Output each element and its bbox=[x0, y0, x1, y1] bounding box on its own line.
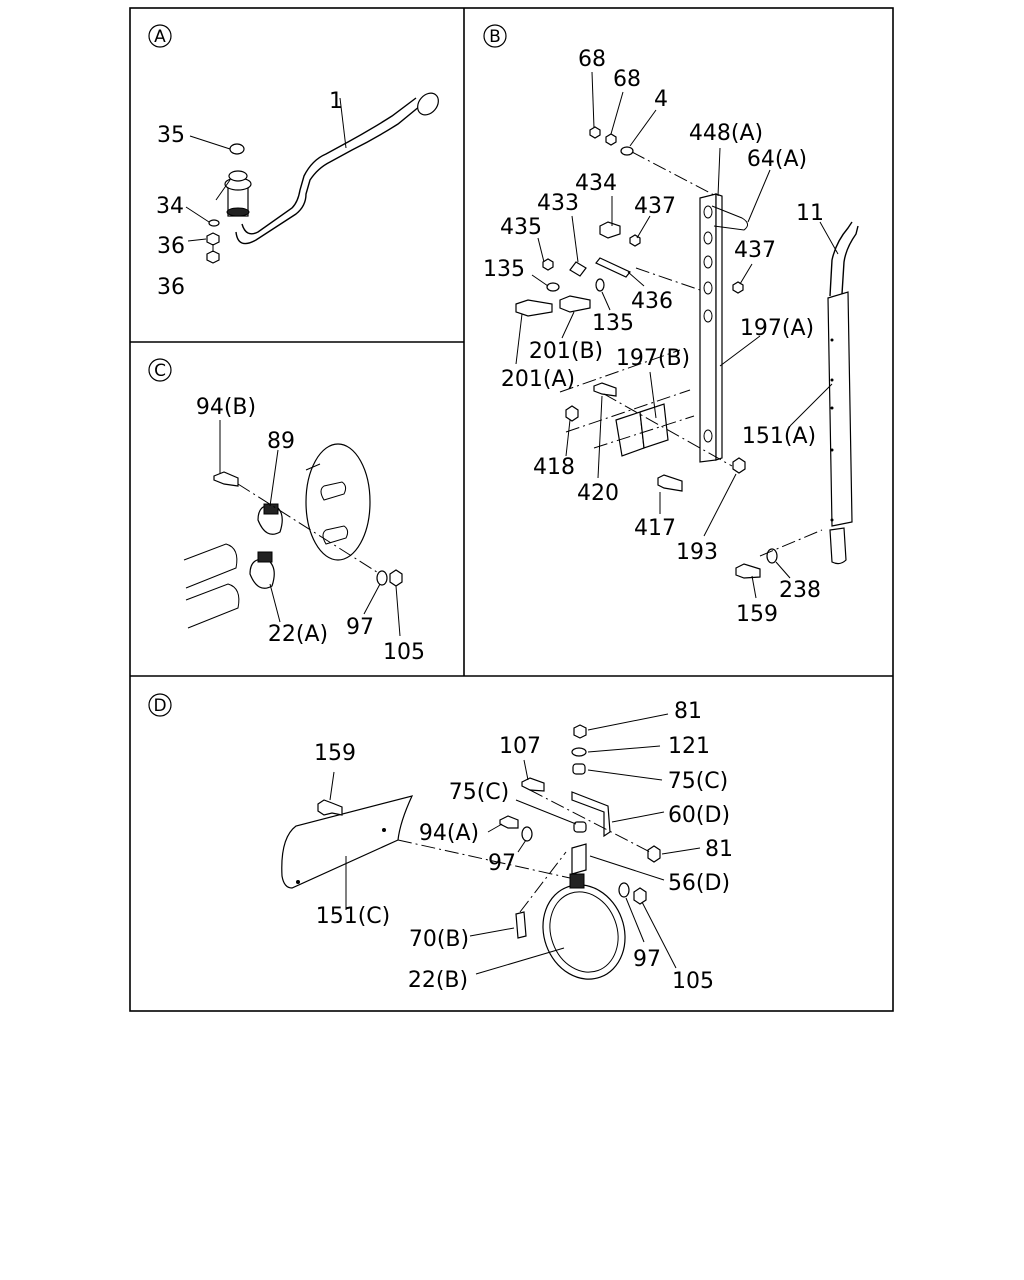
callout-label: 197(B) bbox=[616, 346, 690, 371]
callout-label: 436 bbox=[631, 289, 673, 314]
callout-label: 4 bbox=[654, 87, 668, 112]
callout-label: 135 bbox=[592, 311, 634, 336]
callout-label: 34 bbox=[156, 194, 184, 219]
section-a-drawing bbox=[185, 92, 439, 264]
section-d-labels: 81 107 121 159 75(C) 75(C) 60(D) 94(A) 8… bbox=[314, 699, 733, 994]
callout-label: 60(D) bbox=[668, 803, 730, 828]
callout-label: 201(B) bbox=[529, 339, 603, 364]
section-d-drawing bbox=[281, 713, 701, 980]
callout-label: 68 bbox=[613, 67, 641, 92]
svg-text:B: B bbox=[489, 27, 501, 47]
section-marker-a: A bbox=[148, 24, 172, 48]
callout-label: 193 bbox=[676, 540, 718, 565]
callout-label: 433 bbox=[537, 191, 579, 216]
callout-label: 75(C) bbox=[668, 769, 729, 794]
callout-label: 97 bbox=[488, 851, 516, 876]
callout-label: 56(D) bbox=[668, 871, 730, 896]
callout-label: 68 bbox=[578, 47, 606, 72]
section-a-labels: 1 35 34 36 36 bbox=[156, 89, 343, 300]
svg-text:D: D bbox=[153, 696, 166, 716]
callout-label: 11 bbox=[796, 201, 824, 226]
callout-label: 94(A) bbox=[419, 821, 479, 846]
callout-label: 81 bbox=[705, 837, 733, 862]
callout-label: 197(A) bbox=[740, 316, 814, 341]
svg-text:A: A bbox=[154, 27, 166, 47]
callout-label: 22(B) bbox=[408, 968, 468, 993]
callout-label: 238 bbox=[779, 578, 821, 603]
callout-label: 417 bbox=[634, 516, 676, 541]
callout-label: 437 bbox=[734, 238, 776, 263]
section-c-labels: 94(B) 89 22(A) 97 105 bbox=[196, 395, 425, 665]
callout-label: 420 bbox=[577, 481, 619, 506]
callout-label: 159 bbox=[736, 602, 778, 627]
callout-label: 35 bbox=[157, 123, 185, 148]
callout-label: 105 bbox=[672, 969, 714, 994]
callout-label: 97 bbox=[346, 615, 374, 640]
callout-label: 75(C) bbox=[449, 780, 510, 805]
diagram-frame bbox=[129, 7, 894, 1012]
callout-label: 151(A) bbox=[742, 424, 816, 449]
callout-label: 151(C) bbox=[316, 904, 391, 929]
callout-label: 435 bbox=[500, 215, 542, 240]
callout-label: 36 bbox=[157, 275, 185, 300]
callout-label: 64(A) bbox=[747, 147, 807, 172]
callout-label: 1 bbox=[329, 89, 343, 114]
callout-label: 201(A) bbox=[501, 367, 575, 392]
callout-label: 81 bbox=[674, 699, 702, 724]
section-marker-b: B bbox=[483, 24, 507, 48]
callout-label: 105 bbox=[383, 640, 425, 665]
callout-label: 36 bbox=[157, 234, 185, 259]
callout-label: 107 bbox=[499, 734, 541, 759]
section-b-labels: 68 68 4 448(A) 64(A) 11 434 433 437 435 … bbox=[483, 47, 824, 627]
callout-label: 22(A) bbox=[268, 622, 328, 647]
callout-label: 418 bbox=[533, 455, 575, 480]
callout-label: 159 bbox=[314, 741, 356, 766]
callout-label: 70(B) bbox=[409, 927, 469, 952]
callout-label: 97 bbox=[633, 947, 661, 972]
callout-label: 437 bbox=[634, 194, 676, 219]
callout-label: 434 bbox=[575, 171, 617, 196]
callout-label: 448(A) bbox=[689, 121, 763, 146]
section-b-drawing bbox=[515, 71, 859, 599]
callout-label: 135 bbox=[483, 257, 525, 282]
section-marker-c: C bbox=[148, 358, 172, 382]
section-c-drawing bbox=[183, 420, 403, 637]
callout-label: 89 bbox=[267, 429, 295, 454]
svg-text:C: C bbox=[154, 361, 166, 381]
callout-label: 94(B) bbox=[196, 395, 256, 420]
callout-label: 121 bbox=[668, 734, 710, 759]
section-marker-d: D bbox=[148, 693, 172, 717]
